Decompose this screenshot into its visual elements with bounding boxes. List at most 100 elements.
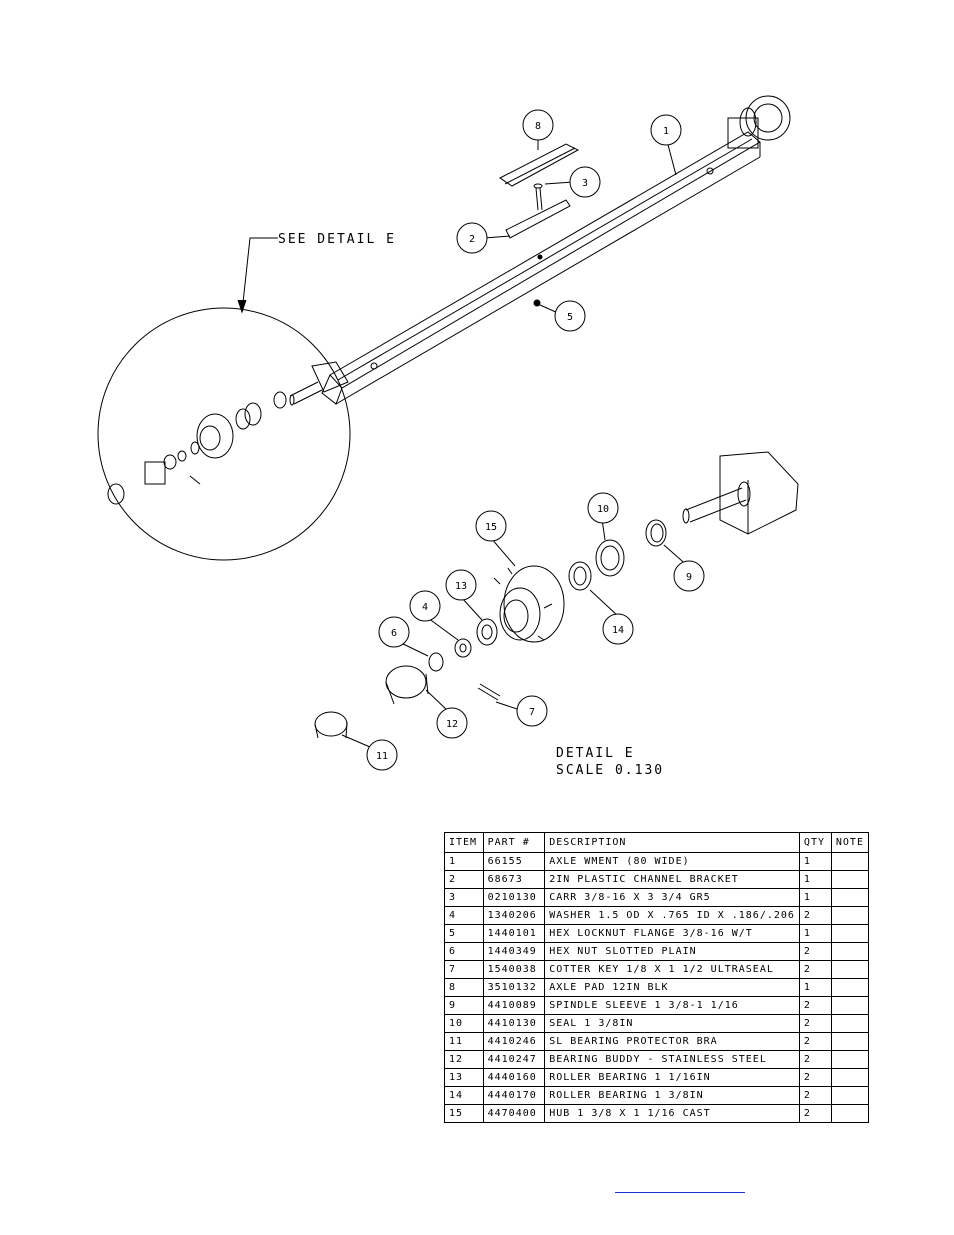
bom-cell-item: 11 — [444, 1032, 484, 1051]
balloon-label: 3 — [582, 178, 588, 189]
bom-cell-description: SPINDLE SLEEVE 1 3/8-1 1/16 — [544, 996, 800, 1015]
bom-cell-note — [830, 870, 870, 889]
bom-cell-description: 2IN PLASTIC CHANNEL BRACKET — [544, 870, 800, 889]
balloon-label: 2 — [469, 234, 475, 245]
header-description: DESCRIPTION — [544, 832, 800, 853]
balloon-circle — [516, 695, 548, 727]
bom-cell-description: WASHER 1.5 OD X .765 ID X .186/.206 — [544, 906, 800, 925]
bom-cell-qty: 2 — [798, 906, 832, 925]
bom-cell-item: 7 — [444, 960, 484, 979]
axle-pad — [499, 143, 580, 187]
bom-cell-part: 4410247 — [482, 1050, 546, 1069]
bom-cell-description: BEARING BUDDY - STAINLESS STEEL — [544, 1050, 800, 1069]
bom-cell-part: 4410130 — [482, 1014, 546, 1033]
balloon-label: 4 — [422, 602, 428, 613]
exploded-axle-diagram: SEE DETAIL E DETAIL E SCALE 0.130 123456… — [97, 95, 799, 778]
bom-cell-qty: 2 — [798, 1014, 832, 1033]
balloon-circle — [366, 739, 398, 771]
bom-cell-note — [830, 1104, 870, 1123]
header-qty: QTY — [798, 832, 832, 853]
header-part: PART # — [482, 832, 546, 853]
balloon-circle — [436, 707, 468, 739]
bom-cell-item: 6 — [444, 942, 484, 961]
balloon-label: 12 — [446, 719, 458, 730]
bom-cell-qty: 1 — [798, 924, 832, 943]
bom-cell-note — [830, 960, 870, 979]
balloon-label: 9 — [686, 572, 692, 583]
bom-cell-qty: 1 — [798, 870, 832, 889]
bom-cell-item: 1 — [444, 852, 484, 871]
bom-cell-item: 13 — [444, 1068, 484, 1087]
bom-cell-part: 4440160 — [482, 1068, 546, 1087]
bom-cell-item: 4 — [444, 906, 484, 925]
balloon-label: 8 — [535, 121, 541, 132]
bom-cell-item: 12 — [444, 1050, 484, 1069]
bom-cell-description: HUB 1 3/8 X 1 1/16 CAST — [544, 1104, 800, 1123]
bom-cell-note — [830, 1050, 870, 1069]
detail-scale: SCALE 0.130 — [556, 763, 664, 778]
detail-title: DETAIL E — [556, 746, 635, 761]
balloon-circle — [554, 300, 586, 332]
bom-cell-description: SEAL 1 3/8IN — [544, 1014, 800, 1033]
bom-cell-description: ROLLER BEARING 1 3/8IN — [544, 1086, 800, 1105]
see-detail-label: SEE DETAIL E — [278, 232, 396, 247]
balloon-circle — [522, 109, 554, 141]
footer-link-underline[interactable] — [615, 1190, 745, 1193]
balloon-circle — [378, 616, 410, 648]
bom-cell-part: 1440101 — [482, 924, 546, 943]
balloon-label: 5 — [567, 312, 573, 323]
bom-cell-item: 5 — [444, 924, 484, 943]
balloon-circle — [650, 114, 682, 146]
detail-e-circle — [97, 307, 351, 561]
bom-cell-part: 4440170 — [482, 1086, 546, 1105]
balloon-circle — [409, 590, 441, 622]
bom-cell-item: 14 — [444, 1086, 484, 1105]
bom-cell-qty: 2 — [798, 996, 832, 1015]
bom-cell-qty: 2 — [798, 942, 832, 961]
bom-cell-part: 4410246 — [482, 1032, 546, 1051]
balloon-circle — [587, 492, 619, 524]
balloon-circle — [602, 613, 634, 645]
bom-cell-item: 8 — [444, 978, 484, 997]
balloon-label: 10 — [597, 504, 609, 515]
bom-cell-note — [830, 1014, 870, 1033]
bom-cell-description: HEX NUT SLOTTED PLAIN — [544, 942, 800, 961]
balloon-circle — [475, 510, 507, 542]
header-note: NOTE — [830, 832, 870, 853]
bom-cell-item: 10 — [444, 1014, 484, 1033]
bom-header-row: ITEM PART # DESCRIPTION QTY NOTE — [444, 832, 870, 853]
bom-cell-qty: 2 — [798, 960, 832, 979]
bom-cell-qty: 2 — [798, 1068, 832, 1087]
bom-cell-qty: 2 — [798, 1086, 832, 1105]
bom-cell-note — [830, 888, 870, 907]
bom-cell-item: 15 — [444, 1104, 484, 1123]
bom-cell-part: 68673 — [482, 870, 546, 889]
channel-bracket — [505, 199, 571, 239]
bom-cell-part: 1440349 — [482, 942, 546, 961]
balloon-label: 7 — [529, 707, 535, 718]
bom-cell-qty: 2 — [798, 1050, 832, 1069]
balloon-label: 14 — [612, 625, 624, 636]
bom-cell-part: 0210130 — [482, 888, 546, 907]
bom-cell-description: ROLLER BEARING 1 1/16IN — [544, 1068, 800, 1087]
spindle-assembly — [682, 451, 799, 535]
balloon-circle — [445, 569, 477, 601]
bom-cell-note — [830, 1068, 870, 1087]
bom-cell-part: 4470400 — [482, 1104, 546, 1123]
bom-cell-item: 9 — [444, 996, 484, 1015]
balloon-label: 11 — [376, 751, 388, 762]
bom-cell-note — [830, 996, 870, 1015]
